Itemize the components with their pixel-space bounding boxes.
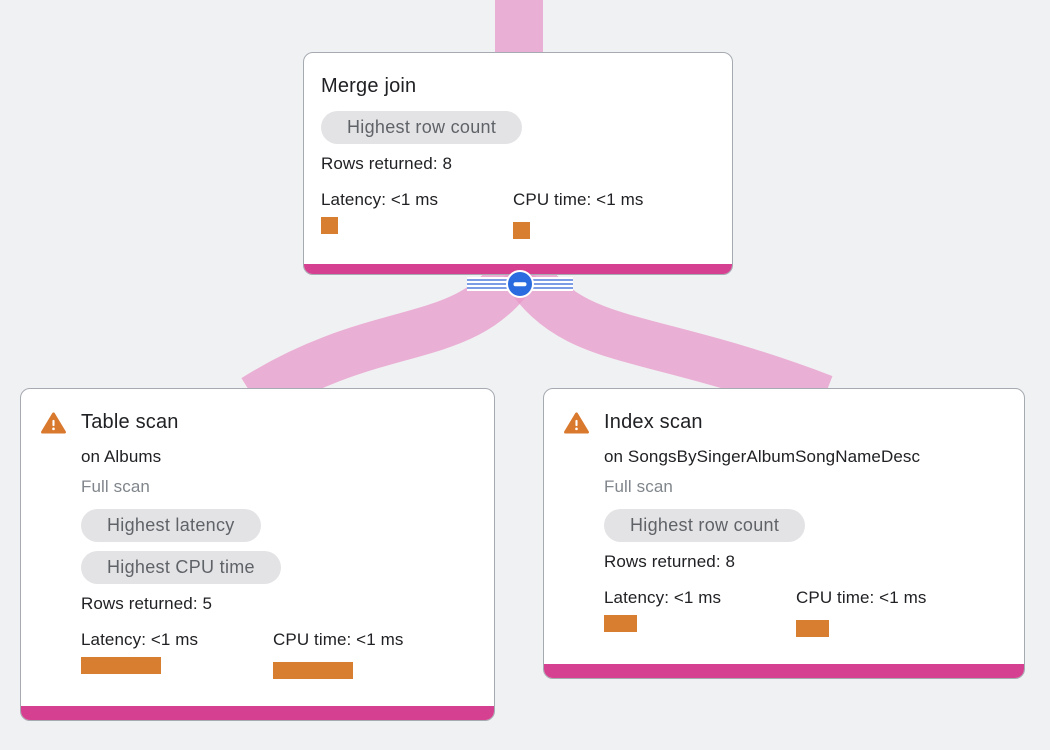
minus-icon — [513, 282, 527, 286]
latency-label: Latency: <1 ms — [321, 190, 439, 209]
cpu-bar — [513, 222, 530, 239]
collapse-button[interactable] — [506, 270, 534, 298]
node-index-scan[interactable]: Index scan on SongsBySingerAlbumSongName… — [543, 388, 1025, 679]
latency-metric: Latency: <1 ms — [321, 190, 513, 239]
node-accent-bar — [304, 264, 732, 274]
warning-icon — [41, 412, 66, 434]
cpu-metric: CPU time: <1 ms — [796, 588, 988, 637]
badge-highest-latency: Highest latency — [81, 509, 261, 542]
node-accent-bar — [544, 664, 1024, 678]
latency-label: Latency: <1 ms — [604, 588, 722, 607]
cpu-bar — [273, 662, 353, 679]
node-subtitle: on Albums — [81, 447, 162, 466]
edge-parent-ribbon — [495, 0, 543, 56]
node-title: Merge join — [321, 75, 417, 97]
node-merge-join[interactable]: Merge join Highest row count Rows return… — [303, 52, 733, 275]
badge-highest-cpu-time: Highest CPU time — [81, 551, 281, 584]
scan-type: Full scan — [604, 477, 673, 496]
edge-to-index-scan — [500, 253, 833, 420]
node-table-scan[interactable]: Table scan on Albums Full scan Highest l… — [20, 388, 495, 721]
scan-type: Full scan — [81, 477, 150, 496]
latency-label: Latency: <1 ms — [81, 630, 199, 649]
latency-bar — [604, 615, 637, 632]
badge-highest-row-count: Highest row count — [321, 111, 523, 144]
edge-to-table-scan — [241, 253, 540, 418]
latency-bar — [81, 657, 161, 674]
latency-metric: Latency: <1 ms — [604, 588, 796, 637]
node-title: Index scan — [604, 411, 703, 433]
latency-bar — [321, 217, 338, 234]
cpu-bar — [796, 620, 829, 637]
badge-highest-row-count: Highest row count — [604, 509, 806, 542]
rows-returned: Rows returned: 5 — [81, 594, 213, 613]
node-accent-bar — [21, 706, 494, 720]
cpu-metric: CPU time: <1 ms — [513, 190, 705, 239]
latency-metric: Latency: <1 ms — [81, 630, 273, 679]
cpu-label: CPU time: <1 ms — [796, 588, 927, 607]
rows-returned: Rows returned: 8 — [321, 154, 453, 173]
node-title: Table scan — [81, 411, 179, 433]
node-subtitle: on SongsBySingerAlbumSongNameDesc — [604, 447, 921, 466]
cpu-label: CPU time: <1 ms — [273, 630, 404, 649]
cpu-metric: CPU time: <1 ms — [273, 630, 465, 679]
rows-returned: Rows returned: 8 — [604, 552, 736, 571]
cpu-label: CPU time: <1 ms — [513, 190, 644, 209]
warning-icon — [564, 412, 589, 434]
